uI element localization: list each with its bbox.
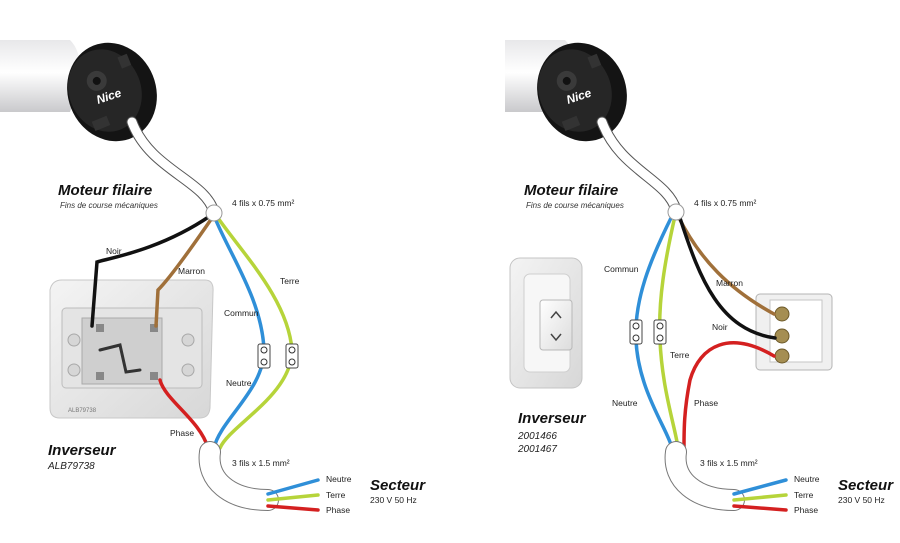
left-label-noir: Noir — [106, 246, 122, 256]
right-wire-red — [682, 341, 776, 450]
left-motor-title: Moteur filaire — [58, 182, 152, 199]
right-mains-wire-red — [732, 504, 788, 512]
left-secteur-spec: 230 V 50 Hz — [370, 495, 417, 505]
left-out-terre: Terre — [326, 490, 346, 500]
right-cable-bottom-label: 3 fils x 1.5 mm² — [700, 458, 758, 468]
right-switch-title: Inverseur — [518, 410, 587, 427]
right-switch-ref-1: 2001466 — [517, 431, 557, 442]
right-label-phase: Phase — [694, 398, 718, 408]
right-label-terre: Terre — [670, 350, 690, 360]
left-label-phase: Phase — [170, 428, 194, 438]
right-mains-wires — [732, 478, 788, 512]
right-switch — [509, 257, 583, 389]
left-switch-ref: ALB79738 — [47, 461, 95, 472]
left-terminal-blocks — [257, 343, 299, 369]
left-cable-top-label: 4 fils x 0.75 mm² — [232, 198, 295, 208]
left-out-phase: Phase — [326, 505, 350, 515]
right-secteur-title: Secteur — [838, 477, 894, 494]
left-cable-bottom-label: 3 fils x 1.5 mm² — [232, 458, 290, 468]
right-terminal-blocks — [629, 319, 667, 345]
right-diagram: Nice — [505, 40, 894, 515]
left-mains-wire-yellow — [266, 493, 320, 502]
left-cable-split — [205, 204, 223, 222]
right-cable-top-label: 4 fils x 0.75 mm² — [694, 198, 757, 208]
left-label-terre: Terre — [280, 276, 300, 286]
left-label-neutre: Neutre — [226, 378, 252, 388]
left-motor-subtitle: Fins de course mécaniques — [60, 201, 158, 210]
left-label-marron: Marron — [178, 266, 205, 276]
right-out-neutre: Neutre — [794, 474, 820, 484]
left-out-neutre: Neutre — [326, 474, 352, 484]
right-motor: Nice — [505, 40, 627, 142]
left-switch-print: ALB79738 — [68, 408, 97, 414]
right-switch-ref-2: 2001467 — [517, 444, 557, 455]
left-wire-blue — [212, 216, 266, 450]
left-switch-plate: ALB79738 — [49, 279, 214, 419]
right-label-commun: Commun — [604, 264, 639, 274]
left-diagram: Nice ALB79738 — [0, 40, 426, 515]
right-label-neutre: Neutre — [612, 398, 638, 408]
left-mains-wire-red — [266, 504, 320, 512]
right-label-noir: Noir — [712, 322, 728, 332]
left-mains-wire-blue — [266, 478, 320, 496]
left-mains-wires — [266, 478, 320, 512]
right-motor-title: Moteur filaire — [524, 182, 618, 199]
right-switch-terminal — [755, 293, 833, 371]
right-out-terre: Terre — [794, 490, 814, 500]
left-label-commun: Commun — [224, 308, 259, 318]
right-mains-wire-blue — [732, 478, 788, 496]
left-wire-yellow — [216, 216, 294, 450]
right-label-marron: Marron — [716, 278, 743, 288]
left-secteur-title: Secteur — [370, 477, 426, 494]
left-wire-black — [90, 214, 212, 328]
right-motor-subtitle: Fins de course mécaniques — [526, 201, 624, 210]
left-wire-red — [158, 378, 210, 450]
left-wire-brown — [154, 216, 214, 328]
left-motor: Nice — [0, 40, 157, 142]
right-cable-split — [667, 203, 685, 221]
right-mains-wire-yellow — [732, 493, 788, 502]
left-switch-title: Inverseur — [48, 442, 117, 459]
right-secteur-spec: 230 V 50 Hz — [838, 495, 885, 505]
right-out-phase: Phase — [794, 505, 818, 515]
right-wire-black — [678, 216, 777, 340]
